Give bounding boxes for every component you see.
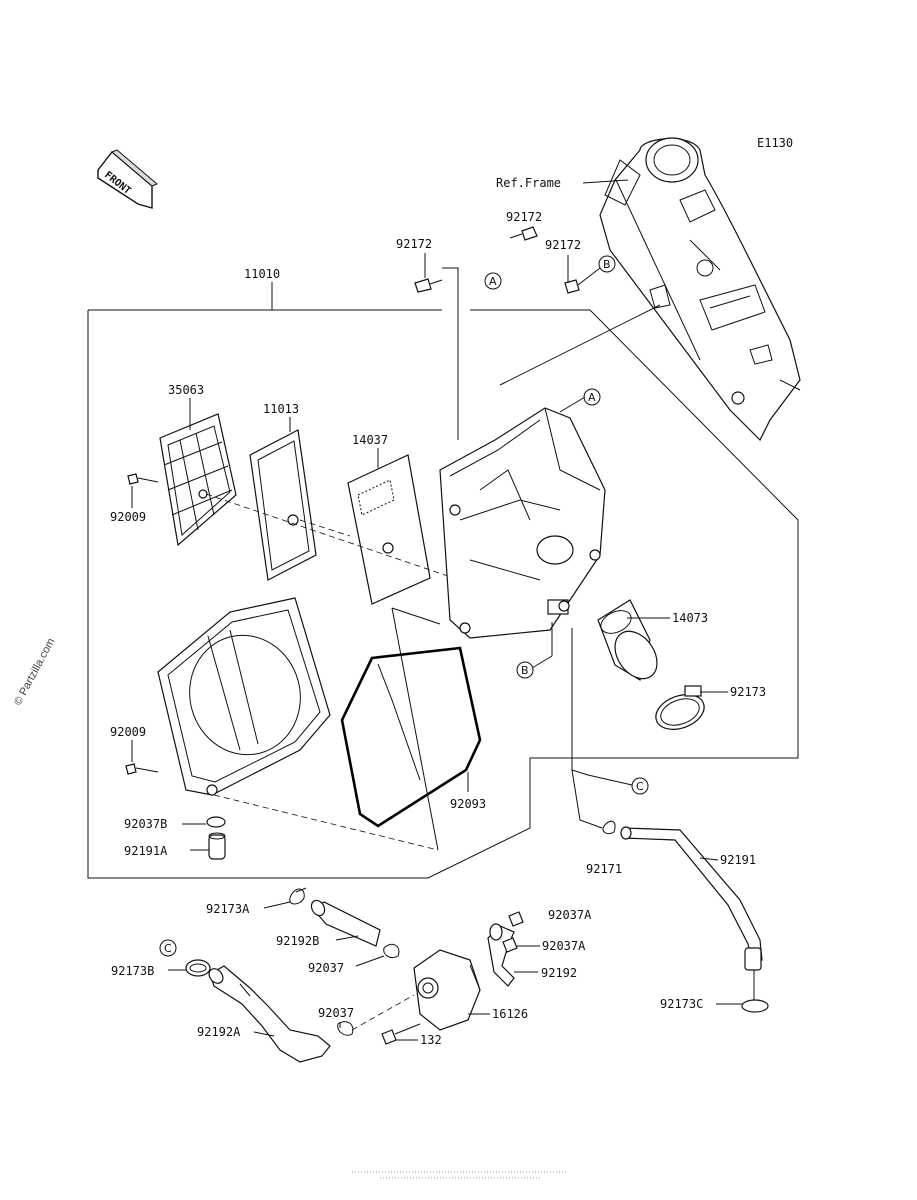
part-92173A-clip — [289, 887, 307, 905]
part-92171-clip — [602, 820, 616, 835]
bolt-132 — [381, 1023, 421, 1045]
label-92037-1: 92037 — [308, 961, 344, 975]
part-16126-valve — [351, 949, 481, 1031]
part-92037A-clip-1 — [508, 911, 524, 927]
part-11013-element — [249, 429, 317, 581]
label-92192A: 92192A — [197, 1025, 241, 1039]
part-92037B-clip — [206, 816, 226, 828]
part-92173C-clamp — [741, 999, 769, 1013]
frame-drawing — [599, 137, 801, 442]
ref-circle-c1 — [631, 777, 649, 795]
part-92037-clip-1 — [383, 943, 400, 959]
label-92172-mid: 92172 — [506, 210, 542, 224]
label-11010: 11010 — [244, 267, 280, 281]
label-92037A-2: 92037A — [542, 939, 586, 953]
ref-circle-b2 — [516, 661, 534, 679]
label-92191: 92191 — [720, 853, 756, 867]
label-92173: 92173 — [730, 685, 766, 699]
label-92009-top: 92009 — [110, 510, 146, 524]
ref-c1: C — [636, 780, 644, 793]
part-aircleaner-cover — [157, 597, 331, 796]
ref-a1: A — [489, 275, 497, 288]
label-92173C: 92173C — [660, 997, 703, 1011]
label-16126: 16126 — [492, 1007, 528, 1021]
part-92191A-plug — [208, 832, 226, 860]
screw-92009-top — [127, 473, 159, 485]
label-35063: 35063 — [168, 383, 204, 397]
label-92172-right: 92172 — [545, 238, 581, 252]
front-arrow-icon: FRONT — [97, 149, 158, 209]
diagram-code: E1130 — [757, 136, 793, 150]
label-11013: 11013 — [263, 402, 299, 416]
bolt-92172-right — [564, 267, 601, 294]
label-92173B: 92173B — [111, 964, 154, 978]
ref-b2: B — [521, 664, 529, 677]
part-14073-boot — [597, 599, 658, 681]
label-92171: 92171 — [586, 862, 622, 876]
label-92192: 92192 — [541, 966, 577, 980]
part-14037-pad — [347, 454, 431, 605]
label-14073: 14073 — [672, 611, 708, 625]
label-92192B: 92192B — [276, 934, 319, 948]
watermark: © Partzilla.com — [12, 636, 57, 707]
label-14037: 14037 — [352, 433, 388, 447]
screw-92009-bottom — [125, 763, 159, 775]
label-92037A-1: 92037A — [548, 908, 592, 922]
label-92173A: 92173A — [206, 902, 250, 916]
ref-circle-c2 — [159, 939, 177, 957]
part-92093-gasket — [340, 646, 482, 828]
ref-circle-a1 — [484, 272, 502, 290]
part-aircleaner-housing — [439, 407, 606, 639]
label-92191A: 92191A — [124, 844, 168, 858]
label-132: 132 — [420, 1033, 442, 1047]
bolt-92172-top — [414, 278, 443, 293]
ref-a2: A — [588, 391, 596, 404]
part-92037-clip-2 — [337, 1021, 354, 1036]
part-92173B-clamp — [185, 959, 211, 977]
label-92037B: 92037B — [124, 817, 167, 831]
part-92191-hose — [620, 826, 763, 971]
ref-b1: B — [603, 258, 611, 271]
part-92192A-hose — [208, 965, 331, 1063]
part-35063-screen — [159, 413, 237, 547]
label-92037-2: 92037 — [318, 1006, 354, 1020]
part-92173-clamp — [655, 685, 705, 730]
label-92093: 92093 — [450, 797, 486, 811]
label-92172-top: 92172 — [396, 237, 432, 251]
part-92037A-clip-2 — [502, 937, 518, 953]
bolt-92172-mid — [509, 226, 538, 241]
part-92192-hose — [487, 923, 515, 987]
label-92009-bottom: 92009 — [110, 725, 146, 739]
ref-c2: C — [164, 942, 172, 955]
part-92192B-hose — [310, 899, 381, 947]
ref-circle-a2 — [583, 388, 601, 406]
label-ref-frame: Ref.Frame — [496, 176, 561, 190]
ref-circle-b1 — [598, 255, 616, 273]
